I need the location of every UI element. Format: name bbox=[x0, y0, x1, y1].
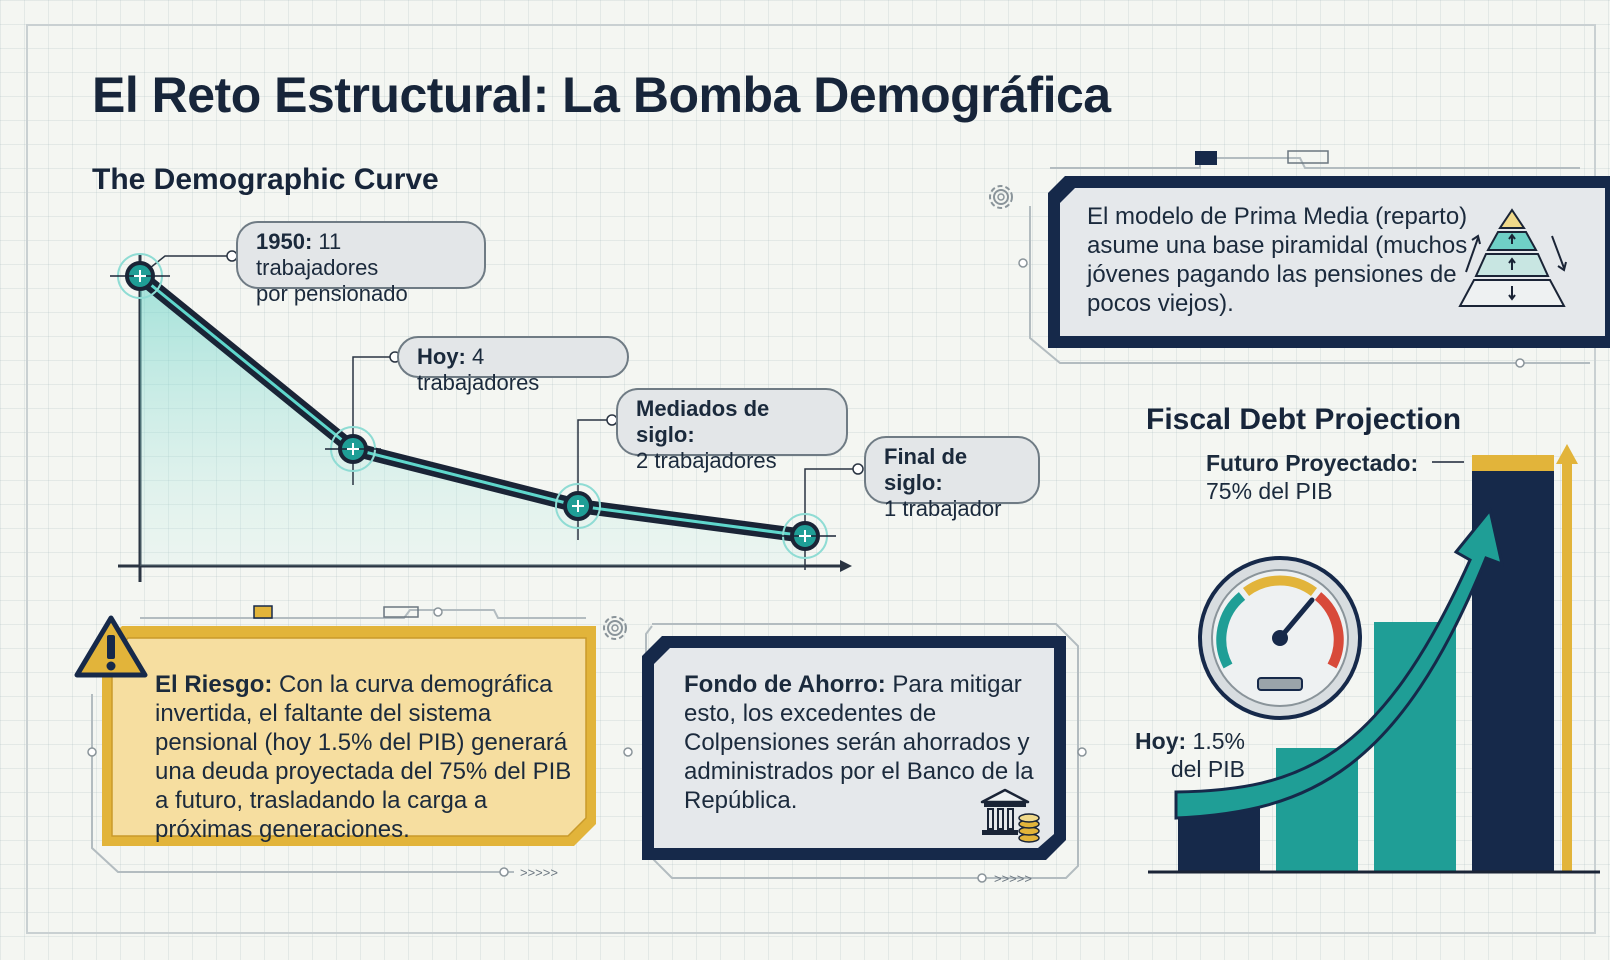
future-projection-label: Futuro Proyectado: 75% del PIB bbox=[1206, 450, 1419, 504]
label-end-century: Final de siglo: 1 trabajador bbox=[864, 436, 1040, 521]
fondo-text: Fondo de Ahorro: Para mitigar esto, los … bbox=[684, 671, 1034, 814]
svg-text:>>>>>: >>>>> bbox=[520, 865, 558, 880]
fondo-card-frame: >>>>> bbox=[623, 623, 1087, 886]
svg-text:>>>>>: >>>>> bbox=[994, 871, 1032, 886]
page-title: El Reto Estructural: La Bomba Demográfic… bbox=[92, 67, 1111, 123]
curve-line-inner bbox=[139, 274, 806, 538]
gear-icon bbox=[989, 185, 1013, 209]
prima-media-text: El modelo de Prima Media (reparto) asume… bbox=[1087, 203, 1468, 317]
label-mid-century: Mediados de siglo: 2 trabajadores bbox=[616, 388, 848, 473]
gear-icon bbox=[603, 616, 627, 640]
data-point-1950 bbox=[110, 253, 170, 299]
label-hoy: Hoy: 4 trabajadores bbox=[397, 336, 629, 395]
data-point-mid-century bbox=[555, 483, 601, 529]
demographic-curve-chart bbox=[110, 250, 864, 582]
data-point-end-century bbox=[778, 513, 836, 559]
bar-4-cap bbox=[1472, 455, 1554, 471]
warning-icon bbox=[74, 615, 148, 678]
coins-icon bbox=[1018, 813, 1040, 843]
fiscal-debt-heading: Fiscal Debt Projection bbox=[1146, 403, 1462, 436]
growth-arrow bbox=[1174, 506, 1505, 820]
pyramid-icon bbox=[1458, 208, 1567, 307]
riesgo-text: El Riesgo: Con la curva demográfica inve… bbox=[155, 671, 572, 843]
label-1950: 1950: 11 trabajadores por pensionado bbox=[236, 221, 486, 306]
outer-frame bbox=[26, 24, 1596, 934]
bar-3 bbox=[1374, 622, 1456, 872]
data-point-hoy bbox=[325, 426, 381, 472]
arrow-up-icon bbox=[1556, 444, 1578, 872]
gauge-icon bbox=[1198, 556, 1362, 720]
bank-icon bbox=[980, 788, 1030, 835]
today-debt-label: Hoy: 1.5% del PIB bbox=[1135, 728, 1245, 782]
bar-1 bbox=[1178, 808, 1260, 872]
fiscal-debt-chart bbox=[1148, 444, 1600, 874]
riesgo-card-frame: >>>>> bbox=[87, 605, 596, 880]
curve-area bbox=[140, 276, 805, 566]
demographic-curve-heading: The Demographic Curve bbox=[92, 163, 439, 196]
